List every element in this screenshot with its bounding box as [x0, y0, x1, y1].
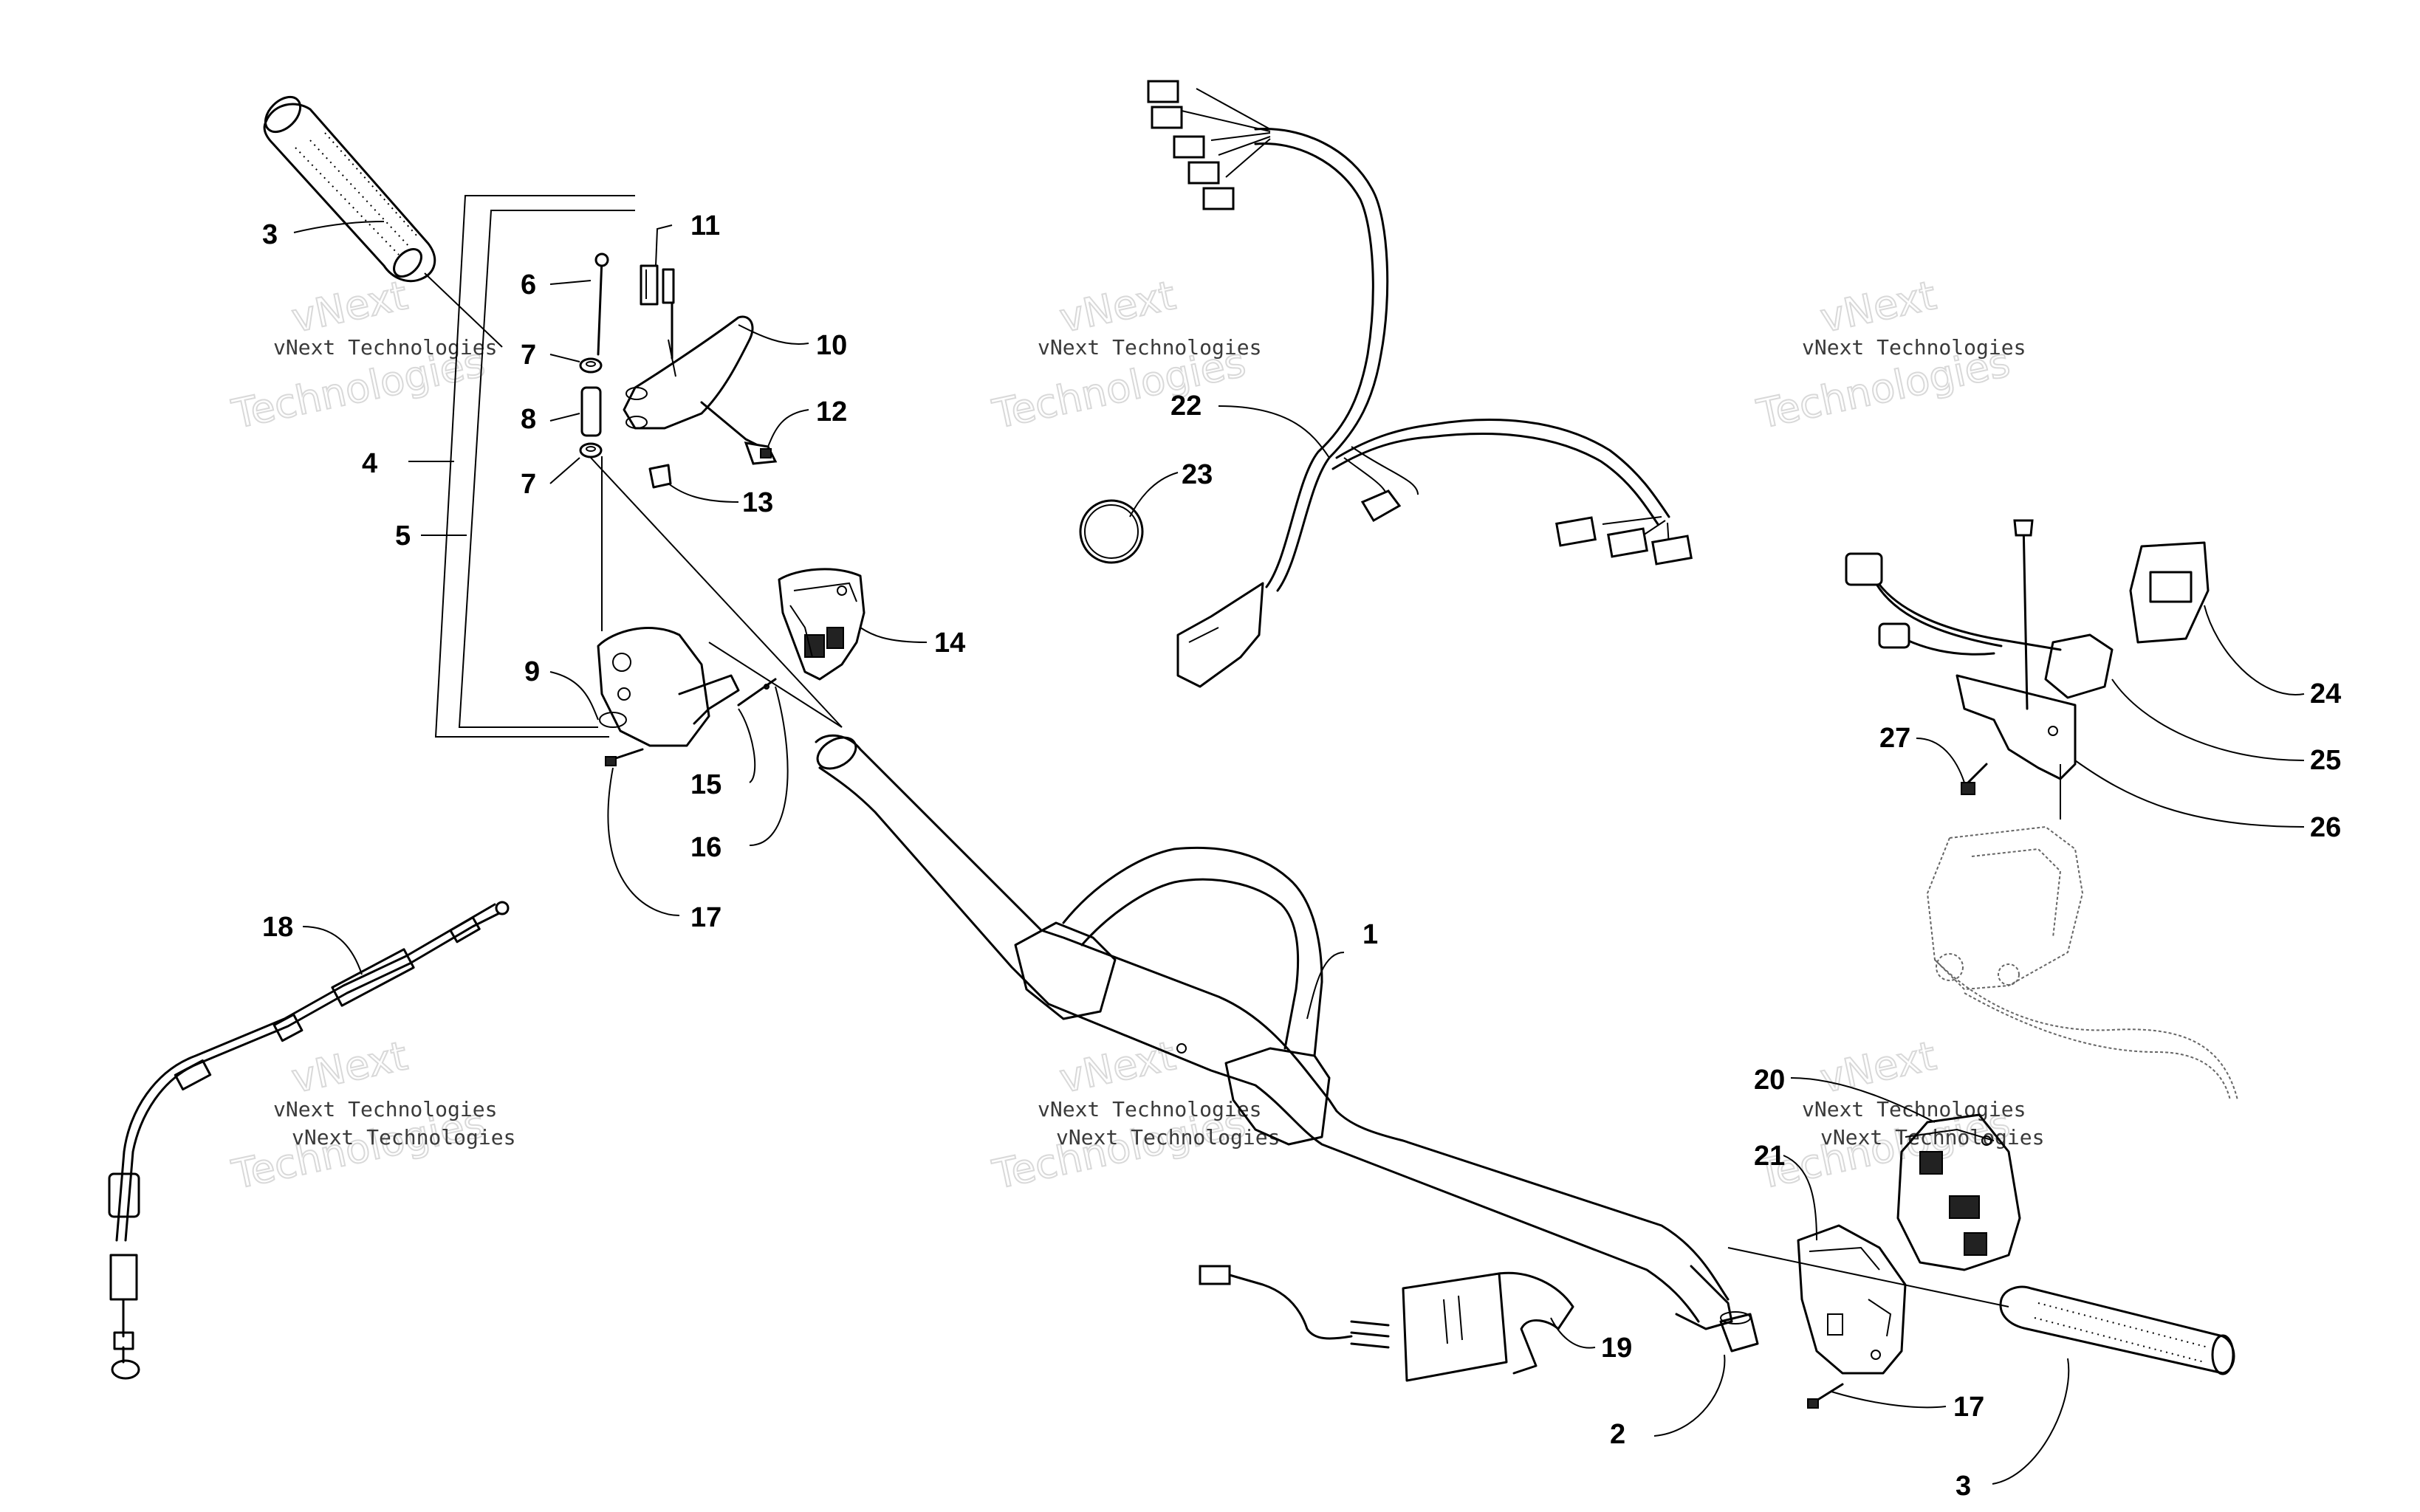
svg-text:vNext Technologies: vNext Technologies	[1802, 335, 2026, 360]
callout-5: 5	[395, 520, 411, 551]
svg-text:vNext Technologies: vNext Technologies	[273, 335, 497, 360]
callout-13: 13	[742, 487, 773, 518]
callout-25: 25	[2310, 745, 2341, 776]
screw-17-right	[1807, 1383, 1844, 1409]
callout-7-top: 7	[521, 340, 536, 371]
callout-8: 8	[521, 404, 536, 435]
callout-3-left: 3	[262, 219, 278, 250]
callout-16: 16	[690, 832, 721, 863]
brake-lever-ghost	[1926, 825, 2238, 1101]
callout-23: 23	[1182, 459, 1213, 490]
callout-6: 6	[521, 269, 536, 300]
svg-text:vNext: vNext	[1056, 1032, 1179, 1102]
callout-3-right: 3	[1955, 1471, 1971, 1502]
callout-numbers: 1 2 3 3 4 5 6 7 8 7 9 10 11 12 13 14 15 …	[262, 210, 2341, 1502]
switch-housing-14	[778, 568, 865, 681]
watermark-bottom-center: vNext Technologies vNext Technologies vN…	[988, 1031, 1281, 1199]
callout-18: 18	[262, 912, 293, 943]
callout-21: 21	[1754, 1141, 1785, 1172]
grip-left	[263, 95, 503, 348]
wire-harness-22	[1147, 80, 1693, 688]
callout-14: 14	[934, 628, 965, 659]
callout-2: 2	[1610, 1419, 1625, 1450]
callout-20: 20	[1754, 1065, 1785, 1096]
watermark-bottom-right: vNext Technologies vNext Technologies vN…	[1752, 1031, 2045, 1199]
svg-text:vNext: vNext	[1817, 1032, 1940, 1102]
watermark-top-center: vNext Technologies vNext Technologies	[988, 271, 1262, 439]
bracket-group-4-5	[434, 195, 635, 738]
svg-text:vNext Technologies: vNext Technologies	[292, 1125, 515, 1150]
callout-24: 24	[2310, 678, 2341, 709]
callout-1: 1	[1362, 919, 1378, 950]
small-parts-6-7-8-11-13	[579, 252, 843, 728]
leader-lines	[293, 221, 2305, 1485]
svg-text:vNext Technologies: vNext Technologies	[1802, 1097, 2026, 1121]
callout-17-left: 17	[690, 902, 721, 933]
right-control-assembly	[1845, 519, 2210, 819]
screw-17-left	[605, 748, 644, 766]
callout-22: 22	[1170, 391, 1202, 422]
svg-text:vNext Technologies: vNext Technologies	[1820, 1125, 2044, 1150]
callout-12: 12	[816, 396, 847, 427]
callout-4: 4	[362, 448, 377, 479]
harness-19	[1199, 1265, 1574, 1382]
throttle-lever-10	[623, 268, 778, 465]
callout-7-bottom: 7	[521, 469, 536, 500]
callout-15: 15	[690, 769, 721, 800]
svg-text:vNext Technologies: vNext Technologies	[1038, 1097, 1261, 1121]
svg-text:vNext Technologies: vNext Technologies	[273, 1097, 497, 1121]
end-cap-2	[1719, 1311, 1759, 1353]
watermark-bottom-left: vNext Technologies vNext Technologies vN…	[227, 1031, 516, 1199]
throttle-housing-left	[597, 627, 843, 747]
callout-10: 10	[816, 330, 847, 361]
throttle-cable-18	[108, 901, 510, 1380]
handlebar	[815, 734, 1733, 1330]
watermark-top-right: vNext Technologies vNext Technologies	[1752, 271, 2026, 439]
grip-right	[1727, 1247, 2235, 1375]
svg-text:vNext: vNext	[288, 1032, 411, 1102]
switch-housing-20	[1896, 1113, 2021, 1271]
callout-19: 19	[1601, 1333, 1632, 1364]
callout-27: 27	[1879, 723, 1910, 754]
svg-text:vNext: vNext	[1817, 272, 1940, 341]
callout-17-right: 17	[1953, 1392, 1984, 1423]
cable-tie-23	[1079, 499, 1144, 564]
svg-text:vNext Technologies: vNext Technologies	[1056, 1125, 1280, 1150]
callout-9: 9	[524, 656, 540, 687]
svg-text:vNext: vNext	[1056, 272, 1179, 341]
svg-text:vNext: vNext	[288, 272, 411, 341]
callout-26: 26	[2310, 812, 2341, 843]
callout-11: 11	[690, 210, 720, 241]
svg-text:vNext Technologies: vNext Technologies	[1038, 335, 1261, 360]
switch-housing-21	[1797, 1224, 1907, 1375]
